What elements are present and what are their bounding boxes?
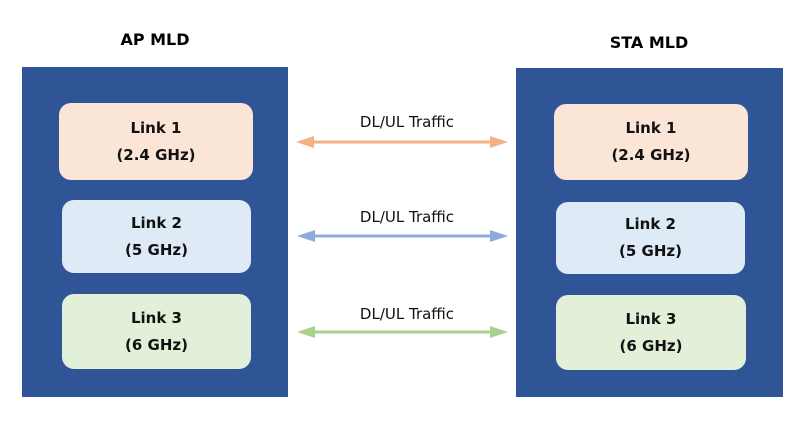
ap-link-1: Link 1 (2.4 GHz) <box>59 103 253 180</box>
traffic-arrow-1 <box>296 136 508 148</box>
link-band: (6 GHz) <box>125 335 188 354</box>
traffic-label-1: DL/UL Traffic <box>359 113 455 131</box>
link-name: Link 2 <box>130 213 182 232</box>
traffic-label-3: DL/UL Traffic <box>359 305 455 323</box>
traffic-arrow-3 <box>297 326 508 338</box>
link-name: Link 2 <box>624 215 676 233</box>
traffic-arrow-2 <box>297 230 508 242</box>
ap-link-3: Link 3 (6 GHz) <box>62 294 251 369</box>
link-band: (2.4 GHz) <box>611 146 691 164</box>
link-band: (2.4 GHz) <box>116 145 196 164</box>
sta-link-3: Link 3 (6 GHz) <box>556 295 746 370</box>
ap-mld-title: AP MLD <box>120 30 190 49</box>
link-name: Link 3 <box>130 308 182 327</box>
traffic-label-2: DL/UL Traffic <box>359 208 455 226</box>
link-band: (5 GHz) <box>619 242 682 260</box>
ap-link-2: Link 2 (5 GHz) <box>62 200 251 273</box>
link-name: Link 1 <box>625 119 677 137</box>
sta-link-1: Link 1 (2.4 GHz) <box>554 104 748 180</box>
link-band: (6 GHz) <box>619 336 683 355</box>
sta-mld-title: STA MLD <box>609 33 689 52</box>
link-name: Link 1 <box>130 118 182 137</box>
link-band: (5 GHz) <box>125 240 188 259</box>
link-name: Link 3 <box>625 309 677 328</box>
sta-link-2: Link 2 (5 GHz) <box>556 202 745 274</box>
